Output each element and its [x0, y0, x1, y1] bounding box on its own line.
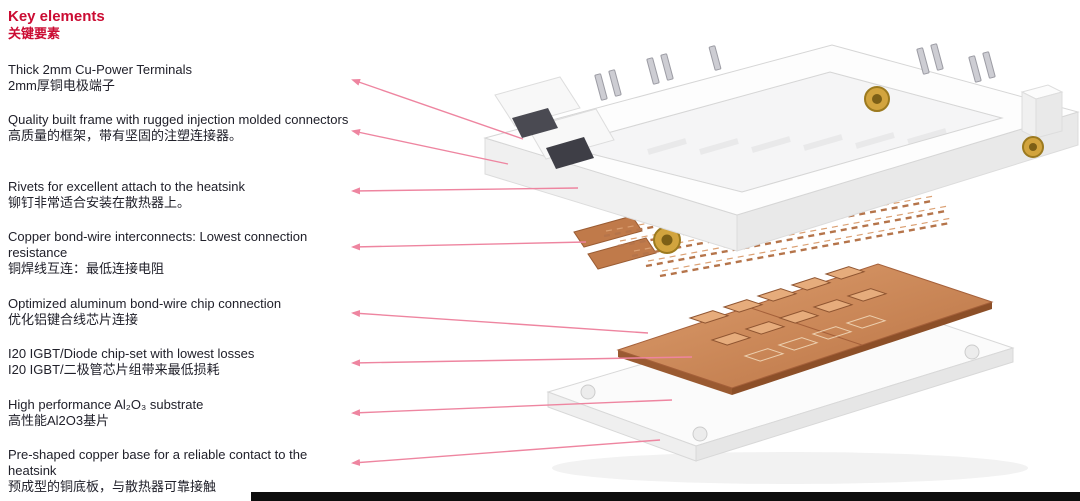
item-text-en: Copper bond-wire interconnects: Lowest c…: [8, 229, 308, 260]
item-text-zh: 优化铝键合线芯片连接: [8, 312, 139, 327]
substrate-pads: [743, 315, 887, 362]
page-title: Key elements: [8, 8, 105, 25]
header: Key elements 关键要素: [8, 8, 105, 42]
annotation-arrow-bondwire: [351, 241, 587, 251]
housing-slots: [647, 128, 947, 155]
connector-blocks: [494, 76, 615, 169]
annotation-arrow-substrate: [351, 399, 673, 417]
key-element-item-copperbase: Pre-shaped copper base for a reliable co…: [8, 447, 356, 495]
annotation-arrow-copperbase: [351, 439, 661, 466]
item-text-zh: I20 IGBT/二极管芯片组带来最低损耗: [8, 362, 220, 377]
bottom-bar: [251, 492, 1080, 501]
item-text-en: Optimized aluminum bond-wire chip connec…: [8, 296, 282, 311]
item-text-zh: 高质量的框架，带有坚固的注塑连接器。: [8, 128, 243, 143]
annotation-arrow-frame: [351, 129, 509, 165]
annotation-arrow-rivets: [351, 187, 579, 195]
item-text-zh: 预成型的铜底板，与散热器可靠接触: [8, 479, 217, 494]
rivet-inserts: [864, 86, 1044, 158]
item-text-en: I20 IGBT/Diode chip-set with lowest loss…: [8, 346, 255, 361]
key-element-item-aluminum: Optimized aluminum bond-wire chip connec…: [8, 296, 356, 328]
key-element-item-rivets: Rivets for excellent attach to the heats…: [8, 179, 356, 211]
key-element-item-chipset: I20 IGBT/Diode chip-set with lowest loss…: [8, 346, 356, 378]
power-terminals: [594, 43, 996, 101]
item-text-zh: 2mm厚铜电极端子: [8, 78, 115, 93]
key-element-item-substrate: High performance Al₂O₃ substrate 高性能Al2O…: [8, 397, 356, 429]
annotation-arrow-terminals: [351, 78, 524, 140]
chip-substrate-layer: [616, 263, 994, 395]
shadow: [552, 452, 1028, 484]
key-element-item-bondwire: Copper bond-wire interconnects: Lowest c…: [8, 229, 356, 277]
item-text-zh: 高性能Al2O3基片: [8, 413, 110, 428]
item-text-zh: 铜焊线互连：最低连接电阻: [8, 261, 165, 276]
item-text-en: High performance Al₂O₃ substrate: [8, 397, 204, 412]
key-element-item-terminals: Thick 2mm Cu-Power Terminals 2mm厚铜电极端子: [8, 62, 356, 94]
annotation-arrow-aluminum: [351, 309, 649, 334]
item-text-en: Thick 2mm Cu-Power Terminals: [8, 62, 192, 77]
item-text-en: Pre-shaped copper base for a reliable co…: [8, 447, 308, 478]
item-text-zh: 铆钉非常适合安装在散热器上。: [8, 195, 191, 210]
module-housing: [483, 43, 1080, 252]
item-text-en: Rivets for excellent attach to the heats…: [8, 179, 246, 194]
igbt-diode-chips: [688, 266, 888, 346]
annotation-arrow-chipset: [351, 356, 693, 367]
page-title-zh: 关键要素: [8, 26, 61, 41]
corner-post: [1020, 84, 1064, 139]
key-element-item-frame: Quality built frame with rugged injectio…: [8, 112, 356, 144]
item-text-en: Quality built frame with rugged injectio…: [8, 112, 349, 127]
